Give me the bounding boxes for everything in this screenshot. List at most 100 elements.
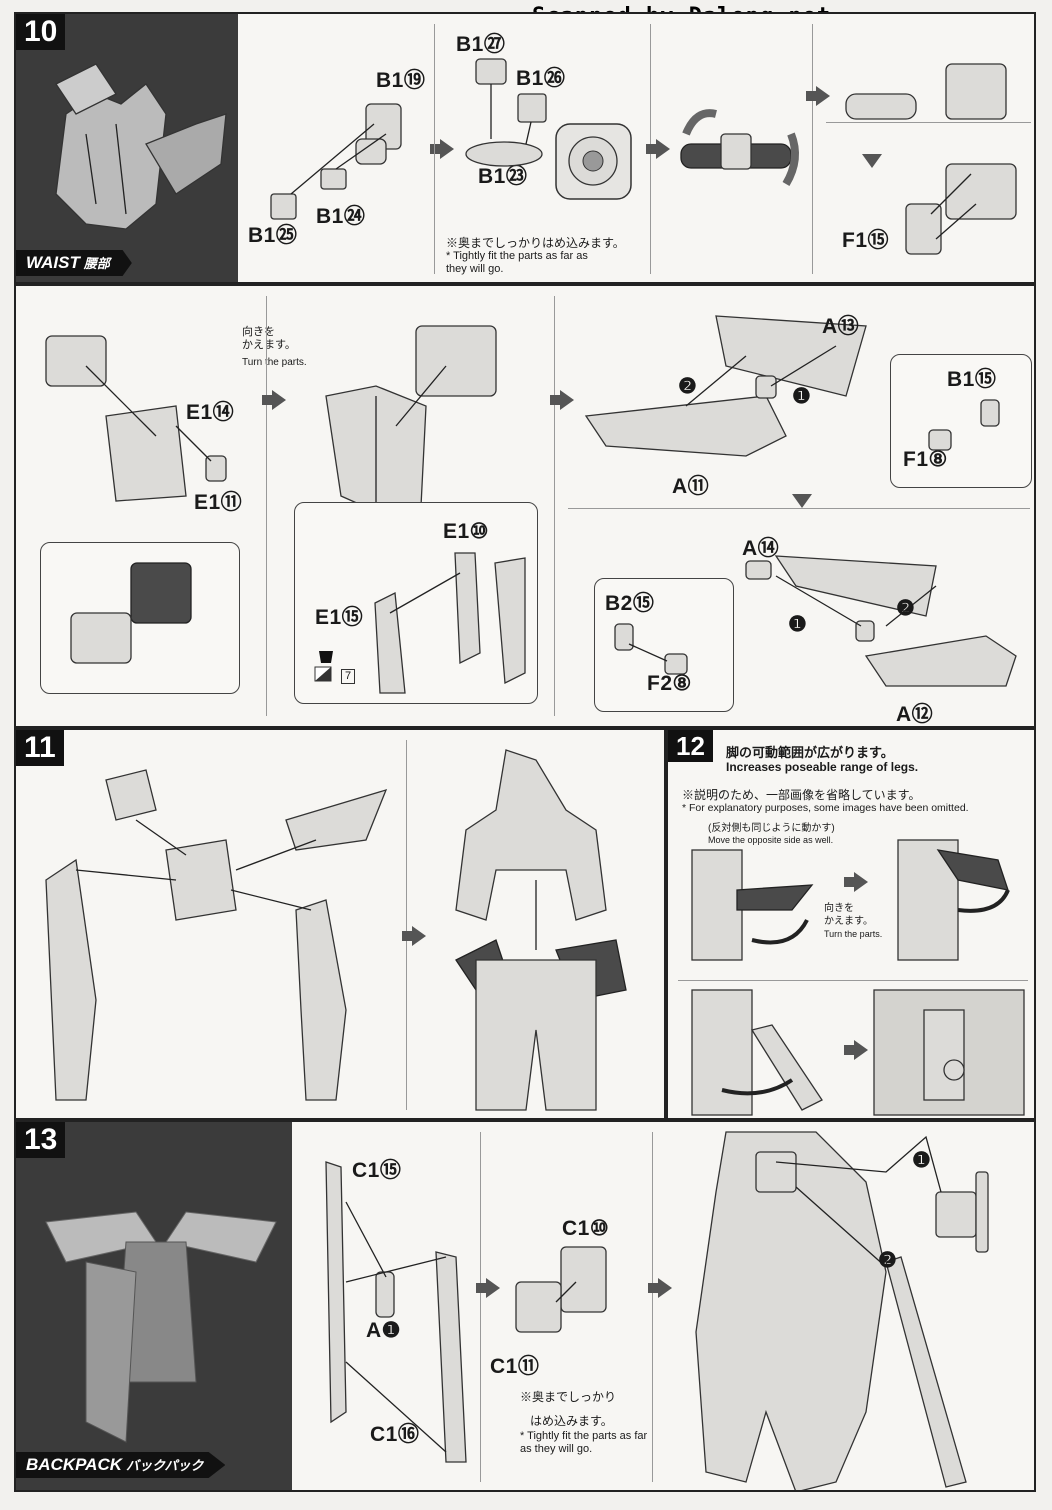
- detail-box: B2⑮ F2⑧: [594, 578, 734, 712]
- num-2: ❷: [678, 375, 698, 398]
- backpack-hero-image: [45, 1211, 277, 1443]
- part-label-a-12: A⑫: [896, 703, 934, 726]
- section-label-jp: バックパック: [126, 1458, 204, 1473]
- step-arrow: [550, 390, 574, 410]
- divider: [480, 1132, 481, 1482]
- diagram-leg-joint-1: [691, 849, 814, 961]
- diagram-wing-upper: [584, 315, 867, 457]
- note-jp: ※説明のため、一部画像を省略しています。: [682, 788, 921, 802]
- part-label-c1-16: C1⑯: [370, 1423, 420, 1446]
- turn-note-en: Turn the parts.: [242, 357, 307, 368]
- divider: [568, 508, 1030, 509]
- num-1: ❶: [792, 385, 812, 408]
- part-label-b2-15: B2⑮: [605, 592, 655, 615]
- diagram-backpack-wing: [325, 1161, 467, 1463]
- diagram-side-skirt: [374, 552, 526, 694]
- step-number: 12: [668, 730, 713, 762]
- turn-note-jp: 向きを かえます。: [824, 903, 873, 927]
- diagram-front-skirt: [325, 325, 497, 517]
- step-arrow: [844, 872, 868, 892]
- section-label-jp: 腰部: [83, 256, 110, 271]
- num-2: ❷: [896, 597, 916, 620]
- diagram-small-joint: [614, 623, 688, 675]
- head-en: Increases poseable range of legs.: [726, 760, 919, 774]
- part-label-c1-15: C1⑮: [352, 1159, 402, 1182]
- note-jp: はめ込みます。: [530, 1414, 613, 1428]
- divider: [434, 24, 435, 274]
- num-2: ❷: [878, 1249, 898, 1272]
- turn-note-jp: 向きを かえます。: [242, 326, 296, 351]
- divider: [826, 122, 1031, 123]
- note-en: * Tightly fit the parts as far as they w…: [520, 1430, 648, 1455]
- part-label-c1-10: C1⑩: [562, 1217, 610, 1240]
- note-en: * Tightly fit the parts as far as they w…: [446, 250, 588, 275]
- waist-hero-image: [55, 63, 227, 230]
- step-arrow: [646, 139, 670, 159]
- step-arrow: [806, 86, 830, 106]
- diagram-detail-joint: [70, 562, 192, 664]
- step-arrow: [402, 926, 426, 946]
- diagram-leg-joint-4: [873, 989, 1025, 1116]
- part-label-a-11: A⑪: [672, 475, 710, 498]
- part-label-a-1: A❶: [366, 1319, 401, 1342]
- num-1: ❶: [912, 1149, 932, 1172]
- diagram-leg-joint-2: [897, 839, 1010, 961]
- part-label-b1-27: B1㉗: [456, 33, 506, 56]
- divider: [678, 980, 1028, 981]
- sticker-number: 7: [341, 669, 356, 684]
- part-label-e1-15: E1⑮: [315, 606, 364, 629]
- turn-note-en: Turn the parts.: [824, 929, 883, 939]
- diagram-small-joint: [928, 399, 1000, 451]
- part-label-b1-19: B1⑲: [376, 69, 426, 92]
- part-label-b1-25: B1㉕: [248, 224, 298, 247]
- part-label-b1-15: B1⑮: [947, 368, 997, 391]
- divider: [406, 740, 407, 1110]
- part-label-e1-10: E1⑩: [443, 520, 490, 543]
- detail-box: B1⑮ F1⑧: [890, 354, 1032, 488]
- diagram-waist-block: [45, 335, 227, 502]
- diagram-waist-legs: [45, 769, 388, 1101]
- part-label-f1-8: F1⑧: [903, 448, 948, 471]
- step-arrow: [862, 154, 882, 168]
- note-jp: ※奥までしっかり: [520, 1390, 617, 1404]
- opposite-jp: (反対側も同じように動かす): [708, 823, 835, 834]
- divider: [652, 1132, 653, 1482]
- step-10b-panel: E1⑭ E1⑪ 向きを かえます。 Turn the parts. E1⑩ E1…: [14, 284, 1036, 728]
- diagram-joint-assembly: [845, 63, 1017, 255]
- step-arrow: [648, 1278, 672, 1298]
- step-number: 13: [16, 1122, 66, 1158]
- note-jp: ※奥までしっかりはめ込みます。: [446, 236, 625, 250]
- diagram-part-closeup: [555, 123, 632, 200]
- diagram-b1-parts: [270, 103, 402, 220]
- section-label-text: WAIST: [26, 253, 80, 272]
- divider: [266, 296, 267, 716]
- part-label-c1-11: C1⑪: [490, 1355, 540, 1378]
- step-12-panel: 12 脚の可動範囲が広がります。 Increases poseable rang…: [666, 728, 1036, 1120]
- diagram-wing-lower: [745, 555, 1017, 687]
- detail-box: E1⑩ E1⑮ 7: [294, 502, 538, 704]
- sticker-icon: [314, 651, 333, 682]
- num-1: ❶: [788, 613, 808, 636]
- diagram-leg-joint-3: [691, 989, 823, 1116]
- detail-box: [40, 542, 240, 694]
- head-jp: 脚の可動範囲が広がります。: [726, 745, 894, 760]
- diagram-b1-23-assembly: [465, 58, 547, 167]
- divider: [554, 296, 555, 716]
- diagram-backpack-attach: [695, 1131, 989, 1490]
- section-label-text: BACKPACK: [26, 1455, 123, 1474]
- opposite-en: Move the opposite side as well.: [708, 835, 834, 845]
- part-label-f2-8: F2⑧: [647, 672, 692, 695]
- divider: [812, 24, 813, 274]
- step-11-panel: 11: [14, 728, 666, 1120]
- diagram-torso-legs: [455, 749, 627, 1111]
- step-arrow: [430, 139, 454, 159]
- diagram-dark-joint: [680, 109, 799, 187]
- part-label-b1-23: B1㉓: [478, 165, 528, 188]
- part-label-b1-24: B1㉔: [316, 205, 366, 228]
- part-label-a-13: A⑬: [822, 315, 860, 338]
